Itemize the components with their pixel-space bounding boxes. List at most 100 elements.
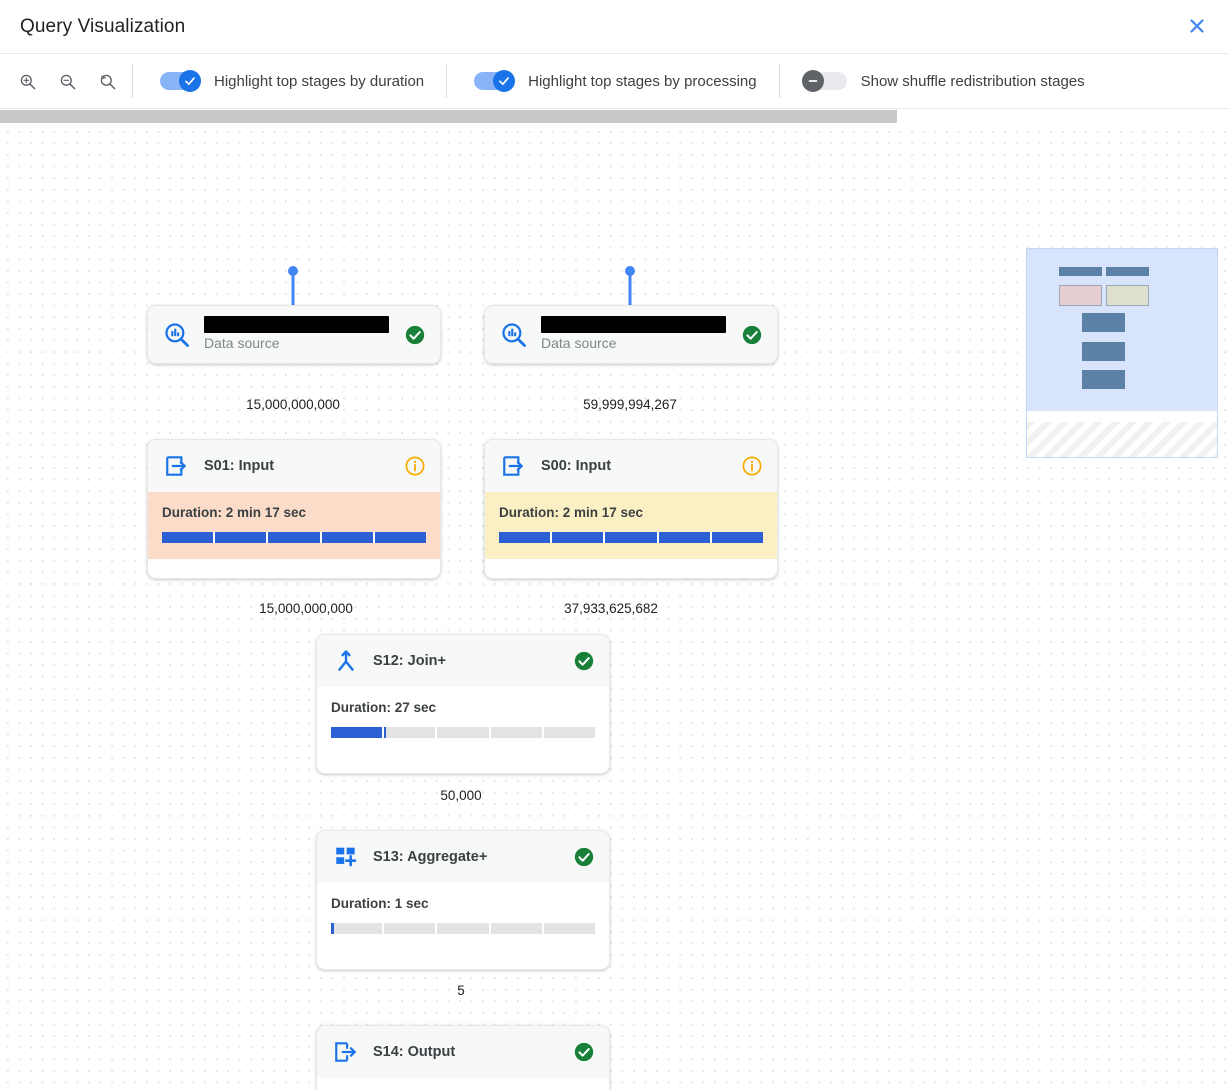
- edge-label-s00-to-s12: 37,933,625,682: [564, 601, 658, 616]
- zoom-reset-button[interactable]: [94, 68, 120, 94]
- toggle-highlight-duration-group: Highlight top stages by duration: [133, 54, 446, 108]
- node-stage-s00[interactable]: S00: Input Duration: 2 min 17 sec: [484, 439, 778, 579]
- node-header: Data source: [148, 306, 440, 363]
- toggle-shuffle-stages[interactable]: [801, 70, 848, 92]
- toolbar-divider-3: [778, 64, 780, 98]
- edge-label-ds-right-to-s00: 59,999,994,267: [583, 397, 677, 412]
- horizontal-scrollbar-thumb[interactable]: [0, 110, 897, 123]
- node-stage-s14[interactable]: S14: Output Duration: 0.46 sec: [316, 1025, 610, 1090]
- close-icon: [1190, 19, 1204, 33]
- zoom-reset-icon: [100, 74, 115, 89]
- redacted-data-source-name: [204, 316, 389, 333]
- check-circle-icon: [573, 650, 595, 672]
- node-stage-s13[interactable]: S13: Aggregate+ Duration: 1 sec: [316, 830, 610, 970]
- toolbar-divider-2: [446, 64, 448, 98]
- input-arrow-icon: [162, 451, 192, 481]
- edge-label-s01-to-s12: 15,000,000,000: [259, 601, 353, 616]
- node-stage-s12[interactable]: S12: Join+ Duration: 27 sec: [316, 634, 610, 774]
- progress-segments: [499, 532, 763, 543]
- aggregate-plus-icon: [331, 842, 361, 872]
- node-data-source-left[interactable]: Data source: [147, 305, 441, 364]
- close-button[interactable]: [1179, 8, 1215, 44]
- minimap-node-s13: [1082, 342, 1125, 361]
- data-source-search-icon: [499, 320, 529, 350]
- node-header: S12: Join+: [317, 635, 609, 687]
- toolbar-divider-1: [132, 64, 133, 98]
- minimap-node-ds-right: [1106, 267, 1149, 276]
- node-header: Data source: [485, 306, 777, 363]
- toggle-shuffle-stages-label: Show shuffle redistribution stages: [860, 72, 1085, 90]
- node-stage-s13-title: S13: Aggregate+: [373, 849, 488, 865]
- horizontal-scrollbar[interactable]: [0, 109, 1229, 123]
- minimap-node-s00: [1106, 285, 1149, 306]
- check-circle-icon: [741, 324, 763, 346]
- dot-grid-background: [0, 123, 1229, 1090]
- edge-label-s13-to-s14: 5: [457, 983, 465, 998]
- check-circle-icon: [573, 846, 595, 868]
- node-header: S01: Input: [148, 440, 440, 492]
- node-stage-s01-title: S01: Input: [204, 458, 275, 474]
- check-circle-icon: [573, 1041, 595, 1063]
- zoom-controls: [0, 54, 132, 108]
- toggle-shuffle-stages-group: Show shuffle redistribution stages: [780, 54, 1107, 108]
- input-arrow-icon: [499, 451, 529, 481]
- toggle-highlight-processing-group: Highlight top stages by processing: [447, 54, 778, 108]
- edge-label-s12-to-s13: 50,000: [440, 788, 482, 803]
- node-data-source-right[interactable]: Data source: [484, 305, 778, 364]
- node-stage-s00-title: S00: Input: [541, 458, 612, 474]
- toggle-highlight-duration-label: Highlight top stages by duration: [214, 72, 425, 90]
- node-stage-s12-title: S12: Join+: [373, 653, 446, 669]
- node-stage-s00-duration: Duration: 2 min 17 sec: [499, 505, 644, 520]
- duration-progress-bar: [331, 923, 595, 934]
- node-header: S13: Aggregate+: [317, 831, 609, 883]
- switch-thumb: [179, 70, 201, 92]
- node-stage-s13-body: Duration: 1 sec: [317, 883, 609, 950]
- node-header: S14: Output: [317, 1026, 609, 1078]
- minus-icon: [808, 80, 817, 82]
- data-source-text: Data source: [204, 316, 404, 353]
- zoom-out-icon: [60, 74, 75, 89]
- progress-segments: [162, 532, 426, 543]
- node-stage-s13-duration: Duration: 1 sec: [331, 896, 429, 911]
- progress-segments: [331, 923, 595, 934]
- node-stage-s01[interactable]: S01: Input Duration: 2 min 17 sec: [147, 439, 441, 579]
- data-source-subtitle: Data source: [541, 335, 617, 351]
- minimap-node-s12: [1082, 313, 1125, 332]
- node-stage-s01-body: Duration: 2 min 17 sec: [148, 492, 440, 559]
- node-stage-s12-duration: Duration: 27 sec: [331, 700, 437, 715]
- info-circle-icon[interactable]: [741, 455, 763, 477]
- output-arrow-icon: [331, 1037, 361, 1067]
- minimap-node-s01: [1059, 285, 1102, 306]
- progress-fill: [331, 923, 334, 934]
- data-source-subtitle: Data source: [204, 335, 280, 351]
- minimap-overflow-stripes: [1027, 422, 1217, 457]
- switch-thumb: [801, 70, 824, 92]
- zoom-in-icon: [20, 74, 35, 89]
- check-icon: [185, 77, 195, 86]
- toggle-highlight-duration[interactable]: [155, 70, 201, 92]
- graph-minimap[interactable]: [1026, 248, 1218, 458]
- node-stage-s14-body: Duration: 0.46 sec: [317, 1078, 609, 1090]
- edge-label-ds-left-to-s01: 15,000,000,000: [246, 397, 340, 412]
- toggle-highlight-processing[interactable]: [469, 70, 516, 92]
- node-stage-s01-duration: Duration: 2 min 17 sec: [162, 505, 307, 520]
- node-stage-s14-title: S14: Output: [373, 1044, 456, 1060]
- zoom-in-button[interactable]: [14, 68, 40, 94]
- check-icon: [499, 77, 510, 86]
- node-stage-s12-body: Duration: 27 sec: [317, 687, 609, 754]
- zoom-out-button[interactable]: [54, 68, 80, 94]
- info-circle-icon[interactable]: [404, 455, 426, 477]
- toggle-highlight-processing-label: Highlight top stages by processing: [528, 72, 757, 90]
- progress-segments: [331, 727, 595, 738]
- graph-canvas[interactable]: 15,000,000,000 59,999,994,267 15,000,000…: [0, 109, 1229, 1090]
- data-source-text: Data source: [541, 316, 741, 353]
- window-title-bar: Query Visualization: [0, 0, 1229, 53]
- duration-progress-bar: [331, 727, 595, 738]
- join-merge-icon: [331, 646, 361, 676]
- duration-progress-bar: [499, 532, 763, 543]
- visualization-toolbar: Highlight top stages by duration Highlig…: [0, 53, 1229, 109]
- redacted-data-source-name: [541, 316, 726, 333]
- switch-thumb: [493, 70, 516, 92]
- progress-fill: [331, 727, 387, 738]
- minimap-node-ds-left: [1059, 267, 1102, 276]
